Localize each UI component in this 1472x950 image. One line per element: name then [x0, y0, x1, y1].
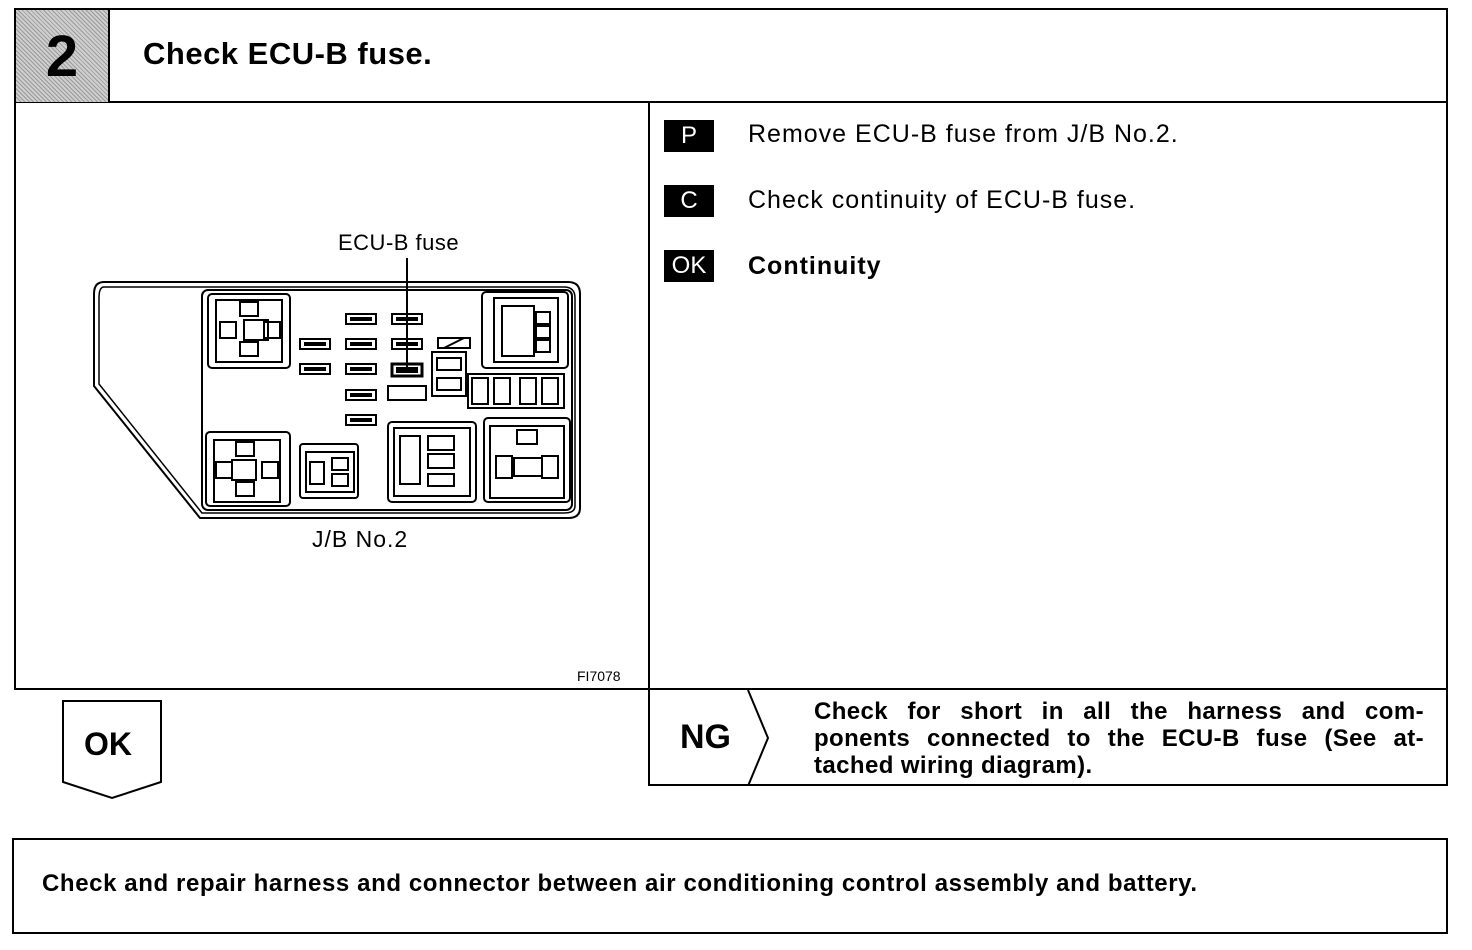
ng-chevron	[747, 690, 770, 786]
step-title: Check ECU-B fuse.	[143, 36, 433, 71]
junction-block-diagram	[93, 258, 581, 519]
procedure-text-check: Check continuity of ECU-B fuse.	[748, 186, 1137, 214]
procedure-tag-p: P	[664, 120, 714, 152]
final-action-text: Check and repair harness and connector b…	[42, 870, 1198, 897]
ng-branch-box	[648, 688, 1448, 786]
ok-branch-arrow	[62, 700, 162, 800]
step-number: 2	[16, 10, 110, 102]
ok-branch-label: OK	[84, 726, 132, 762]
procedure-text-result: Continuity	[748, 252, 882, 280]
procedure-text-remove: Remove ECU-B fuse from J/B No.2.	[748, 120, 1179, 148]
figure-id: FI7078	[577, 668, 621, 684]
ng-branch-label: NG	[680, 718, 731, 756]
ng-branch-text: Check for short in all the harness and c…	[814, 698, 1424, 779]
procedure-tag-c: C	[664, 185, 714, 217]
panel-divider	[648, 101, 650, 786]
final-action-box	[12, 838, 1448, 934]
step-header	[14, 8, 1448, 103]
fuse-callout-label: ECU-B fuse	[338, 230, 460, 255]
procedure-tag-ok: OK	[664, 250, 714, 282]
junction-block-label: J/B No.2	[312, 526, 409, 552]
